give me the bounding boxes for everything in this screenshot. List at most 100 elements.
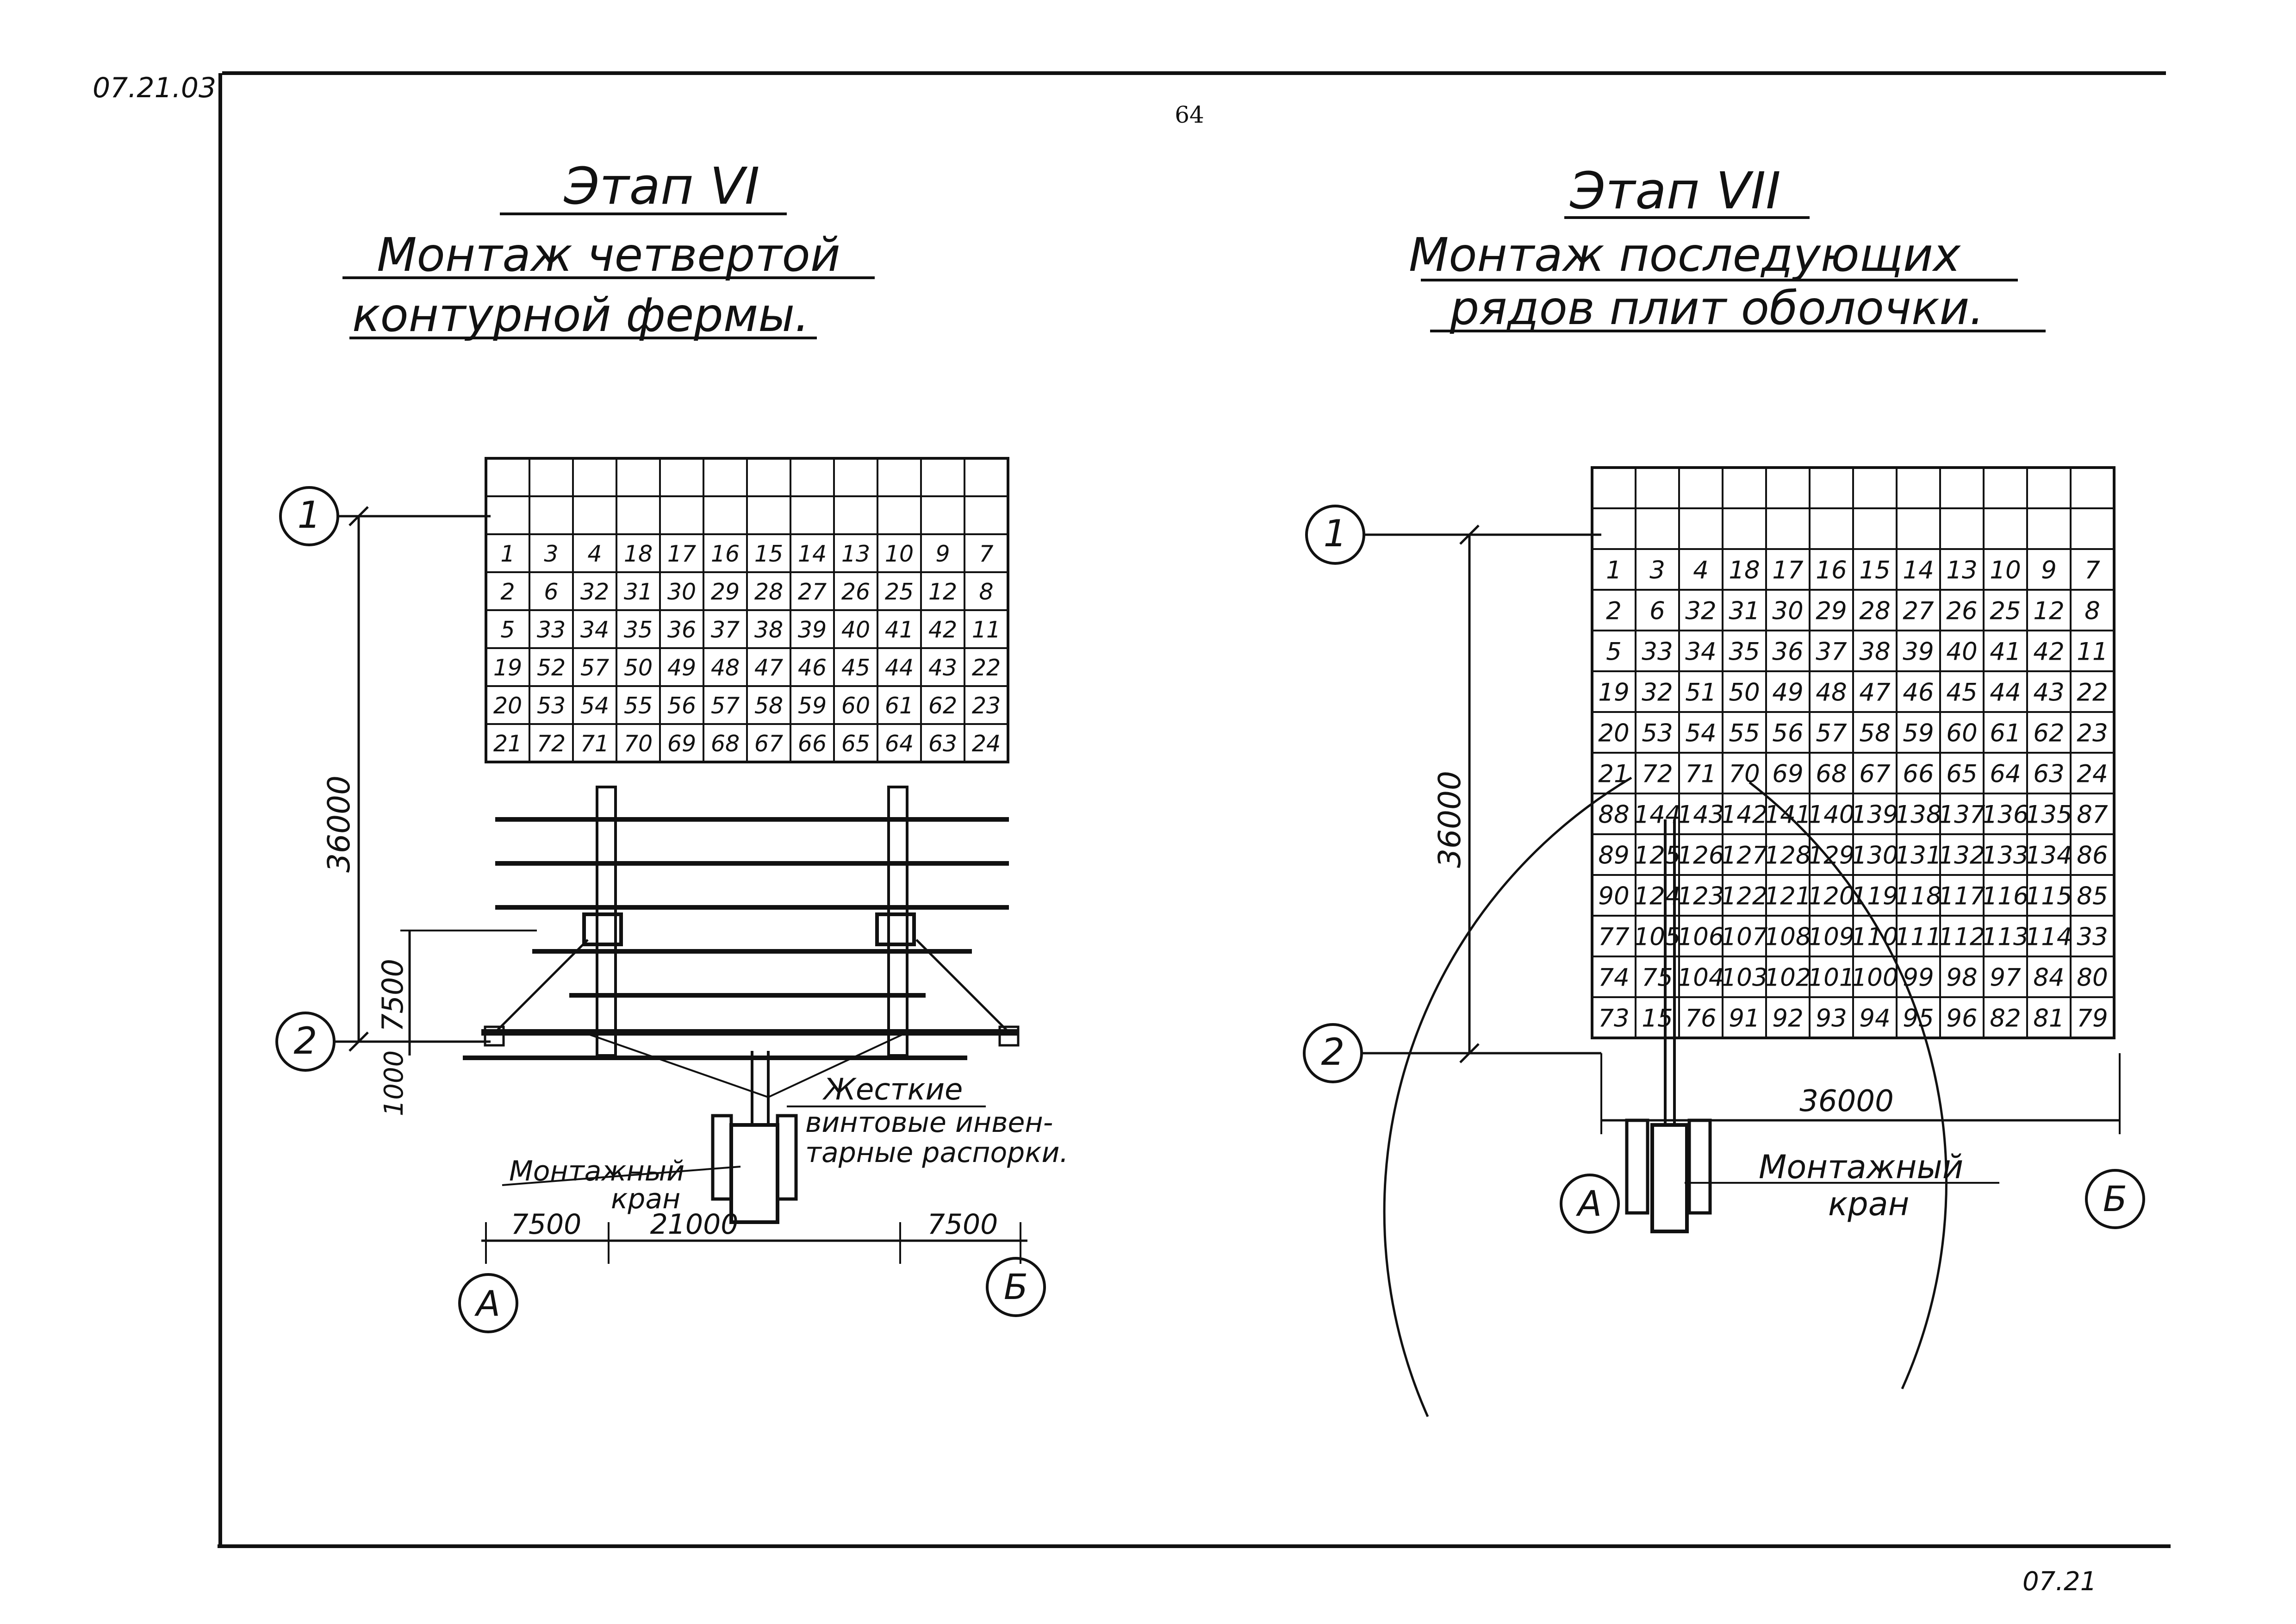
- plate-number: 16: [1816, 556, 1847, 584]
- plate-number: 21: [1598, 760, 1629, 788]
- stage-6-title: Этап VI: [564, 156, 760, 216]
- plate-number: 63: [2033, 760, 2064, 788]
- plate-number: 1: [1606, 556, 1622, 584]
- axis-b-marker: [986, 1257, 1046, 1317]
- plate-number: 25: [885, 579, 914, 605]
- plate-number: 76: [1685, 1004, 1716, 1032]
- plate-number: 65: [1946, 760, 1977, 788]
- plate-number: 111: [1895, 923, 1941, 951]
- label-rigid: Жесткие: [822, 1073, 963, 1107]
- stage-6-subtitle-2: контурной фермы.: [352, 288, 809, 342]
- plate-number: 120: [1808, 882, 1854, 910]
- plate-number: 110: [1851, 923, 1898, 951]
- plate-number: 136: [1982, 800, 2028, 829]
- plate-number: 8: [2084, 597, 2100, 625]
- plate-number: 133: [1982, 841, 2028, 869]
- plate-number: 39: [1903, 637, 1934, 666]
- plate-number: 55: [1729, 719, 1760, 747]
- plate-number: 42: [928, 617, 957, 643]
- plate-number: 50: [624, 655, 653, 681]
- plate-number: 22: [972, 655, 1001, 681]
- plate-number: 43: [928, 655, 957, 681]
- plate-number: 71: [580, 731, 609, 757]
- axis-a-marker-7: [1560, 1174, 1620, 1234]
- plate-number: 113: [1982, 923, 2028, 951]
- plate-number: 54: [1685, 719, 1716, 747]
- crane-icon-7: [1625, 819, 1712, 1233]
- plate-number: 81: [2033, 1004, 2064, 1032]
- stage-6-subtitle-1: Монтаж четвертой: [377, 228, 840, 282]
- plate-number: 96: [1946, 1004, 1977, 1032]
- axis-a-label: А: [474, 1283, 500, 1324]
- plate-number: 48: [711, 655, 740, 681]
- plate-number: 28: [754, 579, 783, 605]
- plate-number: 67: [754, 731, 783, 757]
- plate-number: 23: [2077, 719, 2108, 747]
- plate-number: 23: [972, 693, 1001, 719]
- plate-number: 97: [1990, 963, 2021, 992]
- plate-number: 56: [1772, 719, 1803, 747]
- plate-number: 73: [1598, 1004, 1629, 1032]
- plate-number: 59: [798, 693, 827, 719]
- plate-number: 51: [1685, 678, 1716, 706]
- plate-number: 9: [2041, 556, 2057, 584]
- plate-number: 66: [1903, 760, 1934, 788]
- stage-7-subtitle-1: Монтаж последующих: [1409, 228, 1961, 282]
- plate-number: 37: [1816, 637, 1847, 666]
- plate-number: 29: [1816, 597, 1847, 625]
- plate-number: 129: [1808, 841, 1854, 869]
- plate-number: 46: [798, 655, 827, 681]
- plate-number: 67: [1859, 760, 1891, 788]
- dim-vertical-tick-bottom-7: [1459, 1043, 1480, 1063]
- axis-b-marker-7: [2085, 1169, 2145, 1229]
- dim-vertical-label: 36000: [321, 775, 357, 873]
- plate-number: 35: [624, 617, 653, 643]
- plate-number: 18: [1729, 556, 1760, 584]
- plate-number: 44: [885, 655, 914, 681]
- plate-number: 34: [580, 617, 609, 643]
- sheet-code-top: 07.21.03: [93, 72, 216, 104]
- plate-number: 9: [935, 541, 950, 567]
- plate-number: 107: [1721, 923, 1767, 951]
- dim-vertical-tick-top-7: [1459, 525, 1480, 545]
- plate-number: 33: [1642, 637, 1673, 666]
- plate-number: 20: [1598, 719, 1629, 747]
- plate-number: 124: [1634, 882, 1680, 910]
- crane-label-2: кран: [611, 1183, 680, 1215]
- plate-number: 89: [1598, 841, 1629, 869]
- plate-number: 4: [587, 541, 602, 567]
- dim-vertical-tick-top: [348, 506, 369, 526]
- plate-number: 64: [885, 731, 914, 757]
- axis-2-label-7: 2: [1321, 1031, 1345, 1074]
- plate-number: 32: [580, 579, 609, 605]
- plate-number: 41: [885, 617, 914, 643]
- plate-number: 74: [1598, 963, 1629, 992]
- axis-b-label-7: Б: [2103, 1178, 2127, 1219]
- plate-number: 58: [754, 693, 783, 719]
- plate-number: 79: [2077, 1004, 2108, 1032]
- crane-label-1-7: Монтажный: [1759, 1148, 1963, 1186]
- plate-number: 22: [2077, 678, 2108, 706]
- plate-number: 75: [1642, 963, 1673, 992]
- plate-number: 48: [1816, 678, 1847, 706]
- axis-1-label-7: 1: [1324, 512, 1347, 555]
- plate-number: 21: [493, 731, 522, 757]
- plate-number: 42: [2033, 637, 2064, 666]
- stage-7-panel: Этап VII Монтаж последующих рядов плит о…: [1303, 161, 2145, 1418]
- plate-number: 6: [1649, 597, 1665, 625]
- plate-number: 32: [1642, 678, 1673, 706]
- plate-number: 143: [1677, 800, 1724, 829]
- axis-b-label: Б: [1004, 1266, 1028, 1307]
- dim-horizontal-label-7: 36000: [1799, 1084, 1894, 1118]
- plate-number: 57: [580, 655, 609, 681]
- plate-number: 56: [667, 693, 696, 719]
- dim-bottom-mid: 21000: [650, 1208, 739, 1241]
- plate-number: 11: [972, 617, 1001, 643]
- plate-number: 123: [1677, 882, 1724, 910]
- crane-icon: [711, 1051, 798, 1224]
- plate-number: 65: [841, 731, 870, 757]
- plate-number: 44: [1990, 678, 2021, 706]
- label-screw-2: тарные распорки.: [805, 1137, 1069, 1169]
- plate-number: 38: [1859, 637, 1890, 666]
